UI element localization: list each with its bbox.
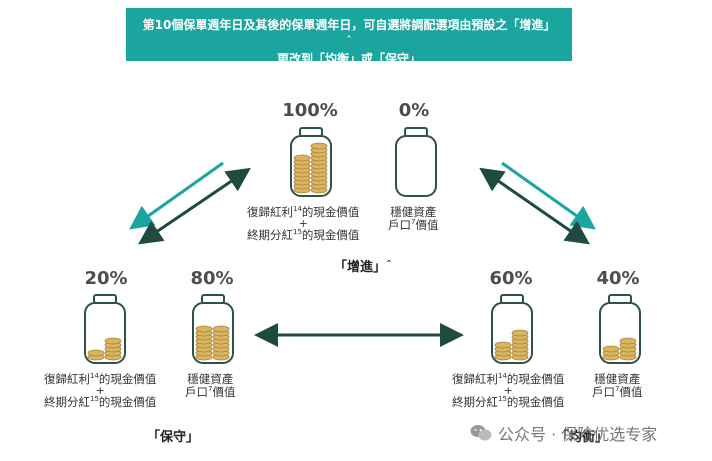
balanced-jar2-coins-icon bbox=[599, 294, 641, 364]
conservative-jar1-percent: 20% bbox=[84, 268, 128, 289]
growth-strategy-name: 「增進」^ bbox=[334, 259, 392, 275]
arrow-right-dark bbox=[479, 167, 590, 245]
growth-jar1-coins-icon bbox=[290, 127, 332, 197]
conservative-strategy-name: 「保守」 bbox=[147, 430, 200, 445]
conservative-jar2-coins-icon bbox=[192, 294, 234, 364]
watermark-text: 公众号 · 保险优选专家 bbox=[498, 425, 658, 444]
conservative-jar2-percent: 80% bbox=[190, 268, 234, 289]
growth-label-1: 復歸紅利14的現金價值 + 終期分紅15的現金價值 bbox=[247, 205, 360, 242]
growth-label-2: 穩健資產 戶口7價值 bbox=[388, 205, 439, 232]
balanced-label-1: 復歸紅利14的現金價值 + 終期分紅15的現金價值 bbox=[452, 372, 565, 409]
growth-jar1-percent: 100% bbox=[282, 100, 338, 121]
growth-jar2-empty-icon bbox=[395, 127, 437, 197]
banner-caret: ^ bbox=[346, 35, 352, 43]
balanced-label-2: 穩健資產 戶口7價值 bbox=[592, 372, 643, 399]
watermark: 公众号 · 保险优选专家 bbox=[470, 421, 657, 445]
conservative-label-2: 穩健資產 戶口7價值 bbox=[185, 372, 236, 399]
banner-line-2: 更改到「均衡」或「保守」 bbox=[276, 52, 421, 66]
header-banner: 第10個保單週年日及其後的保單週年日，可自選將調配選項由預設之「增進」 ^ 更改到… bbox=[126, 8, 572, 66]
balanced-jar2-percent: 40% bbox=[596, 268, 640, 289]
arrow-left-dark bbox=[138, 167, 251, 245]
growth-jar2-percent: 0% bbox=[398, 100, 430, 121]
balanced-jar1-coins-icon bbox=[491, 294, 533, 364]
wechat-icon bbox=[470, 425, 492, 441]
balanced-strategy-name: 「均衡」 bbox=[556, 430, 609, 445]
balanced-jar1-percent: 60% bbox=[489, 268, 533, 289]
conservative-jar1-coins-icon bbox=[84, 294, 126, 364]
conservative-label-1: 復歸紅利14的現金價值 + 終期分紅15的現金價值 bbox=[44, 372, 157, 409]
banner-line-1: 第10個保單週年日及其後的保單週年日，可自選將調配選項由預設之「增進」 bbox=[142, 18, 556, 32]
